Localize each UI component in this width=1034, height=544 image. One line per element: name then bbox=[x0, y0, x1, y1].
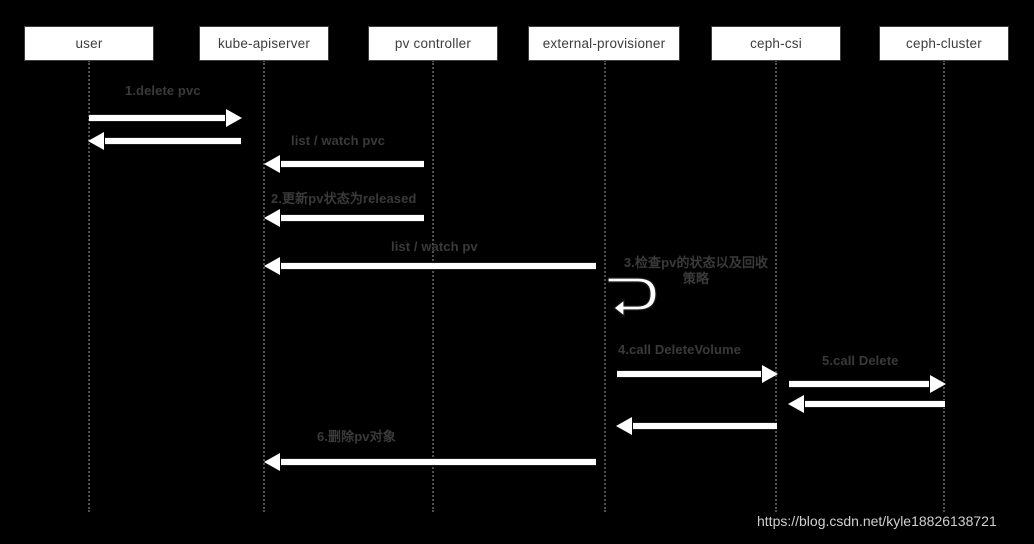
arrow-head-right bbox=[930, 375, 946, 393]
arrow-shaft bbox=[281, 214, 424, 222]
message-arrow-3-self-check-pv bbox=[606, 276, 660, 320]
actor-box-kube-apiserver[interactable]: kube-apiserver bbox=[199, 26, 329, 61]
arrow-head-left bbox=[264, 453, 280, 471]
actor-label-user: user bbox=[75, 36, 103, 51]
arrow-shaft bbox=[281, 262, 596, 270]
arrow-shaft bbox=[617, 370, 761, 378]
message-arrow-5-call-delete bbox=[789, 375, 946, 393]
message-arrow-2-update-pv-released bbox=[264, 209, 424, 227]
message-label-1: 1.delete pvc bbox=[125, 83, 201, 98]
arrow-head-left bbox=[264, 257, 280, 275]
actor-box-pv-controller[interactable]: pv controller bbox=[368, 26, 498, 61]
arrow-shaft bbox=[789, 380, 929, 388]
arrow-shaft bbox=[633, 422, 777, 430]
arrow-head-left bbox=[88, 132, 104, 150]
arrow-head-left bbox=[264, 155, 280, 173]
arrow-head-left bbox=[264, 209, 280, 227]
arrow-head-right bbox=[226, 109, 242, 127]
arrow-head-left bbox=[616, 417, 632, 435]
message-arrow-list-watch-pvc bbox=[264, 155, 424, 173]
arrow-shaft bbox=[89, 114, 225, 122]
message-label-4: 4.call DeleteVolume bbox=[618, 342, 742, 357]
actor-label-ceph-cluster: ceph-cluster bbox=[906, 36, 982, 51]
arrow-shaft bbox=[805, 400, 945, 408]
actor-label-kube-apiserver: kube-apiserver bbox=[217, 36, 311, 51]
message-arrow-5-return bbox=[788, 395, 945, 413]
message-arrow-4-call-deletevolume bbox=[617, 365, 778, 383]
message-label-6: 6.删除pv对象 bbox=[317, 429, 396, 444]
actor-label-ceph-csi: ceph-csi bbox=[750, 36, 802, 51]
lifeline-ceph-csi bbox=[775, 60, 777, 512]
actor-box-ceph-csi[interactable]: ceph-csi bbox=[711, 26, 841, 61]
actor-box-ceph-cluster[interactable]: ceph-cluster bbox=[879, 26, 1009, 61]
arrow-shaft bbox=[281, 160, 424, 168]
message-label-2: 2.更新pv状态为released bbox=[271, 191, 417, 206]
actor-label-external-provisioner: external-provisioner bbox=[542, 36, 666, 51]
actor-box-user[interactable]: user bbox=[24, 26, 154, 61]
message-label-list-watch-pvc: list / watch pvc bbox=[291, 133, 386, 148]
message-arrow-list-watch-pv bbox=[264, 257, 596, 275]
lifeline-kube-apiserver bbox=[263, 60, 265, 512]
arrow-head-right bbox=[762, 365, 778, 383]
arrow-shaft bbox=[281, 458, 596, 466]
message-arrow-1-delete-pvc bbox=[89, 109, 242, 127]
actor-label-pv-controller: pv controller bbox=[394, 36, 472, 51]
message-label-list-watch-pv: list / watch pv bbox=[391, 239, 478, 254]
watermark-url: https://blog.csdn.net/kyle18826138721 bbox=[757, 513, 997, 529]
lifeline-ceph-cluster bbox=[943, 60, 945, 512]
self-loop-shape bbox=[607, 277, 657, 318]
lifeline-external-provisioner bbox=[604, 60, 606, 512]
lifeline-pv-controller bbox=[432, 60, 434, 512]
actor-box-external-provisioner[interactable]: external-provisioner bbox=[528, 26, 680, 61]
message-arrow-4-return bbox=[616, 417, 777, 435]
message-arrow-6-delete-pv-object bbox=[264, 453, 596, 471]
arrow-head-left bbox=[788, 395, 804, 413]
arrow-shaft bbox=[105, 137, 241, 145]
lifeline-user bbox=[88, 60, 90, 512]
message-label-3: 3.检查pv的状态以及回收策略 bbox=[623, 255, 769, 287]
message-label-5: 5.call Delete bbox=[822, 353, 899, 368]
message-arrow-1-return bbox=[88, 132, 241, 150]
